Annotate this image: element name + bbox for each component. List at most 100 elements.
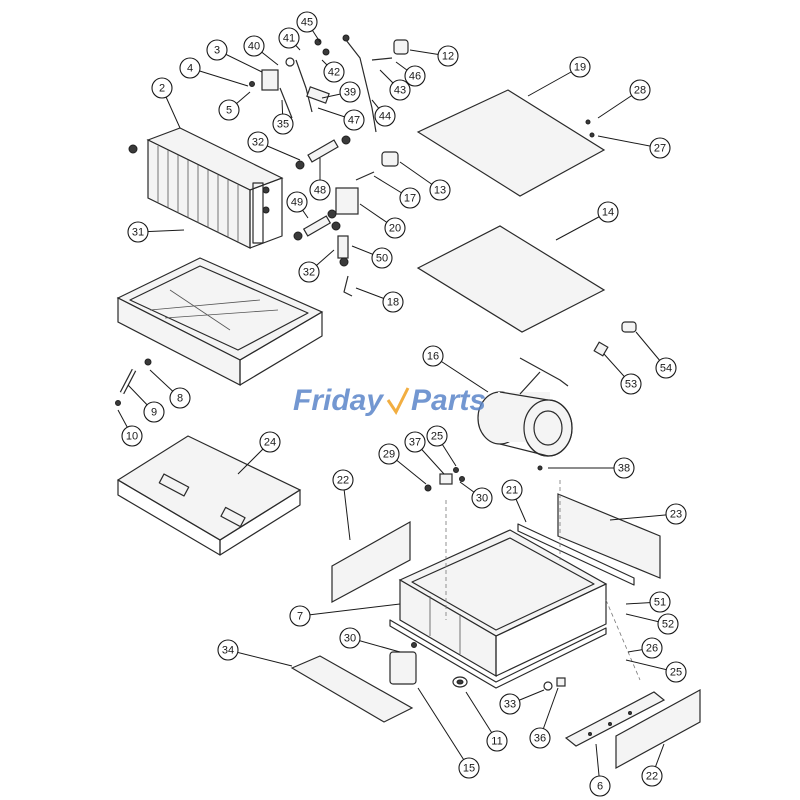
callout-circle: [620, 373, 642, 395]
callout-51: 51: [649, 591, 671, 613]
callout-50: 50: [371, 247, 393, 269]
callout-circle: [629, 79, 651, 101]
callout-number: 18: [387, 297, 399, 309]
callout-21: 21: [501, 479, 523, 501]
callout-circle: [323, 61, 345, 83]
leader-line: [609, 513, 677, 521]
callout-number: 49: [291, 197, 303, 209]
callout-number: 22: [337, 475, 349, 487]
callout-circle: [597, 201, 619, 223]
callout-number: 44: [379, 111, 391, 123]
callout-circle: [404, 65, 426, 87]
callout-number: 34: [222, 645, 234, 657]
callout-number: 23: [670, 509, 682, 521]
callout-10: 10: [121, 425, 143, 447]
callout-circle: [499, 693, 521, 715]
callout-number: 51: [654, 597, 666, 609]
callout-19: 19: [569, 56, 591, 78]
rail-21: [517, 523, 635, 586]
callout-circle: [259, 431, 281, 453]
callout-20: 20: [384, 217, 406, 239]
callout-circle: [384, 217, 406, 239]
callout-number: 52: [662, 619, 674, 631]
callout-circle: [657, 613, 679, 635]
callout-number: 53: [625, 379, 637, 391]
leader-line: [227, 649, 293, 667]
callout-40: 40: [243, 35, 265, 57]
callout-circle: [121, 425, 143, 447]
callout-30: 30: [339, 627, 361, 649]
callout-number: 27: [654, 143, 666, 155]
callout-circle: [471, 487, 493, 509]
callout-circle: [278, 27, 300, 49]
callout-number: 40: [248, 41, 260, 53]
callout-circle: [217, 639, 239, 661]
callout-number: 17: [404, 193, 416, 205]
callout-number: 46: [409, 71, 421, 83]
callout-circle: [343, 109, 365, 131]
callout-39: 39: [339, 81, 361, 103]
callout-14: 14: [597, 201, 619, 223]
watermark-left: Friday: [293, 384, 384, 417]
callout-24: 24: [259, 431, 281, 453]
callout-25: 25: [426, 425, 448, 447]
callout-circle: [437, 45, 459, 67]
callout-number: 26: [646, 643, 658, 655]
callout-number: 3: [214, 45, 220, 57]
callout-23: 23: [665, 503, 687, 525]
callout-12: 12: [437, 45, 459, 67]
callout-number: 48: [314, 185, 326, 197]
callout-number: 2: [159, 83, 165, 95]
callout-circle: [649, 591, 671, 613]
callout-38: 38: [613, 457, 635, 479]
callout-36: 36: [529, 727, 551, 749]
callout-number: 11: [491, 736, 502, 748]
callout-circle: [247, 131, 269, 153]
callout-circle: [127, 221, 149, 243]
callout-circle: [218, 99, 240, 121]
callout-circle: [339, 627, 361, 649]
main-housing: [389, 529, 608, 689]
callout-circle: [404, 431, 426, 453]
callout-22: 22: [641, 765, 663, 787]
callout-number: 7: [297, 611, 303, 623]
callout-29: 29: [378, 443, 400, 465]
callout-16: 16: [422, 345, 444, 367]
callout-17: 17: [399, 187, 421, 209]
drain-tube: [115, 358, 152, 406]
watermark-check: [386, 387, 410, 415]
callout-number: 13: [434, 185, 446, 197]
callout-circle: [655, 357, 677, 379]
callout-3: 3: [206, 39, 228, 61]
callout-circle: [613, 457, 635, 479]
callout-number: 29: [383, 449, 395, 461]
callout-33: 33: [499, 693, 521, 715]
callout-circle: [569, 56, 591, 78]
callout-circle: [298, 261, 320, 283]
callout-number: 38: [618, 463, 630, 475]
strip-6: [564, 691, 666, 747]
callout-18: 18: [382, 291, 404, 313]
callout-27: 27: [649, 137, 671, 159]
grommet-31a: [128, 144, 138, 154]
callout-number: 4: [187, 63, 193, 75]
callout-circle: [389, 79, 411, 101]
drain-pan: [116, 257, 324, 386]
leader-line: [432, 355, 489, 393]
callout-4: 4: [179, 57, 201, 79]
callout-47: 47: [343, 109, 365, 131]
leader-line: [417, 687, 470, 769]
callout-circle: [486, 730, 508, 752]
callout-circle: [309, 179, 331, 201]
callout-circle: [143, 401, 165, 423]
callout-number: 5: [226, 105, 232, 117]
callout-circle: [429, 179, 451, 201]
callout-number: 41: [283, 33, 295, 45]
callout-number: 15: [463, 763, 475, 775]
callout-52: 52: [657, 613, 679, 635]
callout-circle: [151, 77, 173, 99]
middle-panel: [416, 225, 606, 333]
top-panel: [416, 89, 606, 197]
